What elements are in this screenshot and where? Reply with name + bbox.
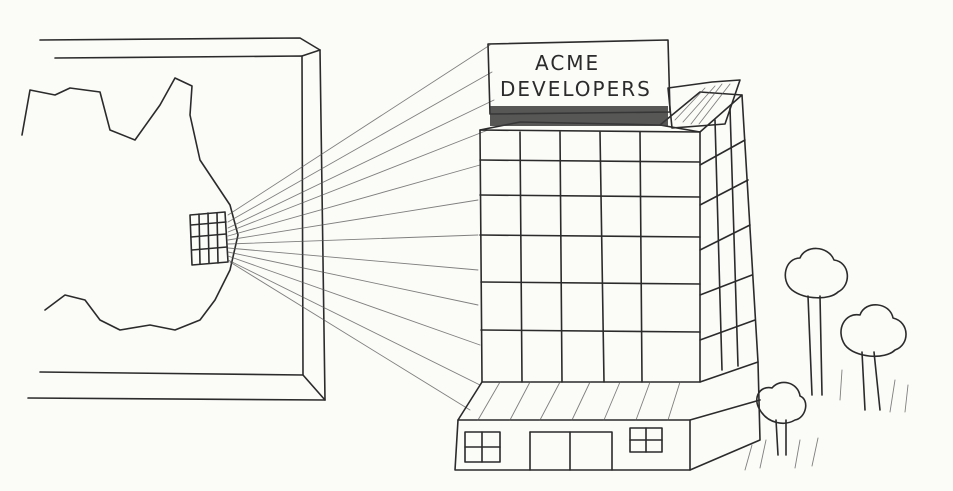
map-territory-outline [22, 78, 238, 330]
trees [745, 248, 908, 470]
sign-line-1: ACME [535, 51, 600, 75]
sign-line-2: DEVELOPERS [500, 77, 652, 101]
map-frame [28, 38, 325, 400]
office-building [455, 80, 760, 470]
map-plot-grid [190, 212, 228, 265]
rooftop-sign: ACME DEVELOPERS [488, 40, 670, 126]
projection-rays [228, 45, 494, 410]
